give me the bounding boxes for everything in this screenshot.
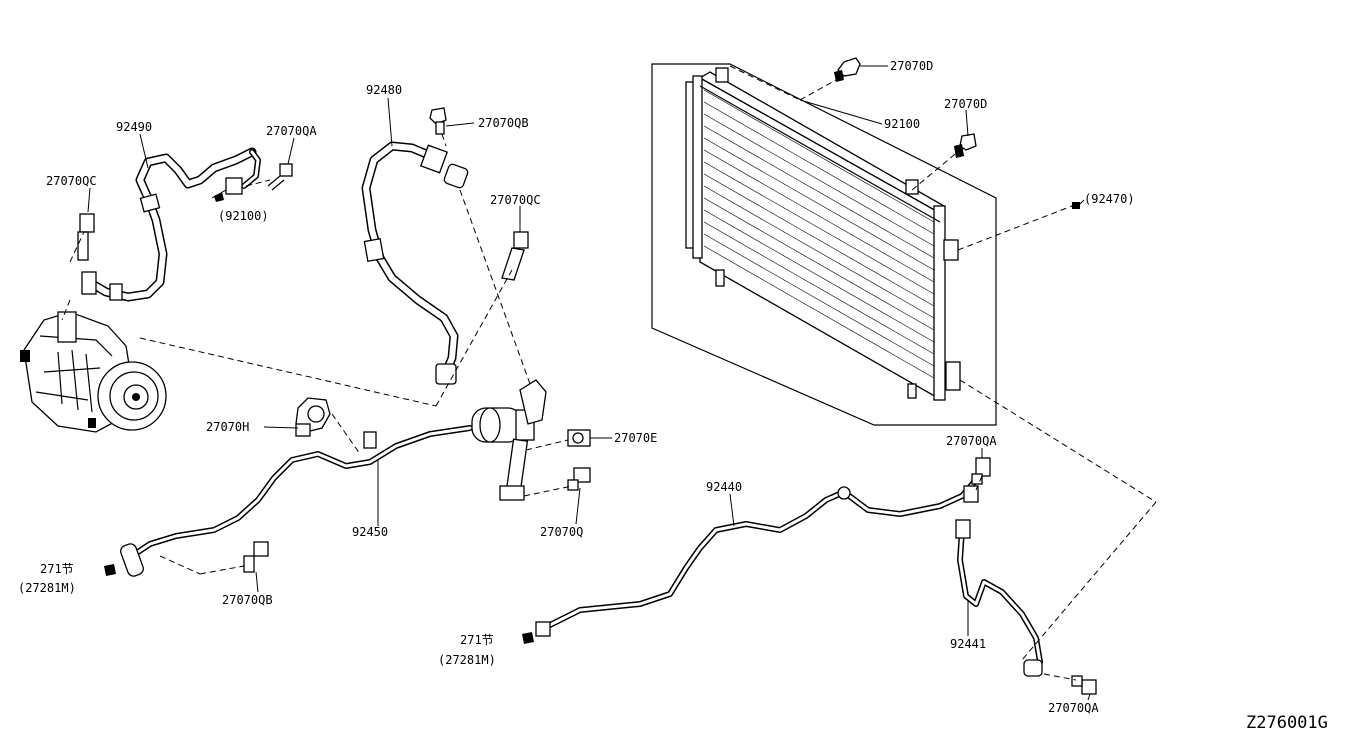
label-271-left: 271节 xyxy=(40,562,74,576)
label-27070d-2: 27070D xyxy=(944,97,987,111)
label-27070qc-mid: 27070QC xyxy=(490,193,541,207)
label-92470-ref: (92470) xyxy=(1084,192,1135,206)
label-27070qb-top: 27070QB xyxy=(478,116,529,130)
label-27070h: 27070H xyxy=(206,420,249,434)
label-27070qa-mid: 27070QA xyxy=(946,434,997,448)
label-27070qc-top: 27070QC xyxy=(46,174,97,188)
dashed-reference-lines xyxy=(61,65,1157,681)
label-27070d-1: 27070D xyxy=(890,59,933,73)
clamp-27070h xyxy=(295,397,331,437)
label-92490: 92490 xyxy=(116,120,152,134)
bolt-27070d-upper xyxy=(834,57,861,82)
bolt-27070qa-top xyxy=(267,163,293,191)
label-27281m-right: (27281M) xyxy=(438,653,496,667)
label-92100: 92100 xyxy=(884,117,920,131)
bolt-27070qc-mid xyxy=(501,231,529,281)
part-labels: 92490 27070QC 27070QA (92100) 92480 2707… xyxy=(18,59,1328,733)
bolt-27070d-lower xyxy=(954,133,977,158)
bolt-27070qb-top xyxy=(429,107,447,135)
label-92441: 92441 xyxy=(950,637,986,651)
clip-92100-ref xyxy=(214,192,224,202)
compressor xyxy=(20,311,167,433)
pipe-92440 xyxy=(535,477,979,637)
label-271-right: 271节 xyxy=(460,633,494,647)
bolt-27070q xyxy=(567,467,591,491)
bolt-27070qb-bot xyxy=(243,541,269,573)
label-92440: 92440 xyxy=(706,480,742,494)
bolt-27070qa-bot xyxy=(1071,675,1097,695)
label-92480: 92480 xyxy=(366,83,402,97)
label-27070e: 27070E xyxy=(614,431,657,445)
label-27070qa-bot: 27070QA xyxy=(1048,701,1099,715)
label-92450: 92450 xyxy=(352,525,388,539)
hose-92490 xyxy=(81,147,261,302)
label-27281m-left: (27281M) xyxy=(18,581,76,595)
bolt-27070qc-top xyxy=(77,213,95,261)
pipe-92450 xyxy=(120,379,547,577)
label-27070q: 27070Q xyxy=(540,525,583,539)
label-27070qa-top: 27070QA xyxy=(266,124,317,138)
hose-92480 xyxy=(361,141,469,385)
bolt-27070qa-mid xyxy=(971,457,991,485)
leader-lines xyxy=(87,65,1091,701)
clip-27281m-left xyxy=(104,564,116,576)
pipe-92441 xyxy=(955,519,1043,677)
label-92100-ref: (92100) xyxy=(218,209,269,223)
diagram-code: Z276001G xyxy=(1246,713,1328,733)
label-27070qb-bot: 27070QB xyxy=(222,593,273,607)
clip-92470-ref xyxy=(1072,202,1080,209)
bolt-27070e xyxy=(567,429,591,447)
condenser-92100 xyxy=(651,63,997,426)
clip-27281m-right xyxy=(522,632,534,644)
